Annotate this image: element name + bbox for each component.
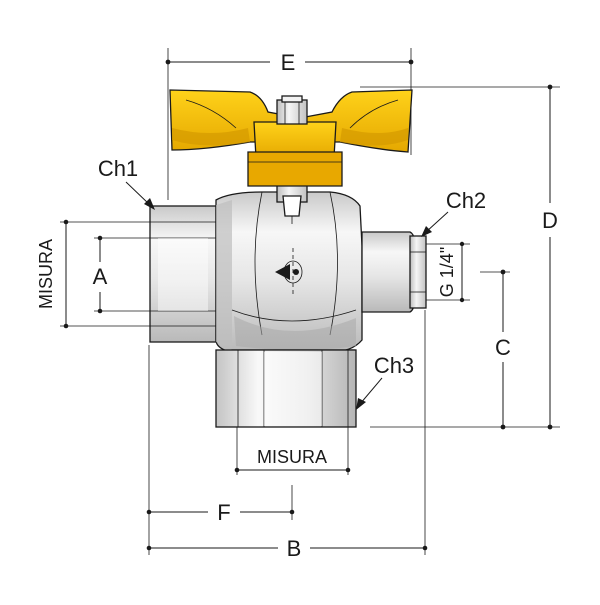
label-ch2: Ch2 [446, 188, 486, 213]
dimension-misura-bottom: MISURA [234, 420, 351, 475]
dimension-c: C [480, 269, 511, 430]
callout-ch3: Ch3 [356, 353, 414, 410]
callout-ch1: Ch1 [98, 156, 155, 210]
handle-hub [247, 151, 343, 187]
label-port-thread: G 1/4" [437, 247, 457, 297]
label-misura-left: MISURA [36, 239, 56, 309]
label-a: A [93, 264, 108, 289]
dimension-d: D [360, 84, 560, 430]
handle-screw-icon [276, 99, 308, 125]
label-b: B [287, 536, 302, 561]
flow-indicator-icon [275, 248, 303, 296]
label-c: C [495, 335, 511, 360]
label-e: E [281, 50, 296, 75]
dimension-misura-left: MISURA [36, 219, 155, 329]
label-misura-bottom: MISURA [257, 447, 327, 467]
left-hex-ch1 [149, 205, 217, 343]
label-f: F [217, 500, 230, 525]
dimension-b: B [146, 310, 428, 561]
right-port-ch2 [361, 231, 415, 313]
dimension-port: G 1/4" [425, 241, 470, 303]
valve-body [149, 179, 427, 428]
callout-ch2: Ch2 [421, 188, 486, 237]
dimension-a: A [93, 235, 155, 314]
dimension-e: E [165, 48, 414, 200]
butterfly-handle [169, 89, 413, 187]
dimension-f: F [146, 345, 295, 555]
label-ch3: Ch3 [374, 353, 414, 378]
label-d: D [542, 208, 558, 233]
label-ch1: Ch1 [98, 156, 138, 181]
